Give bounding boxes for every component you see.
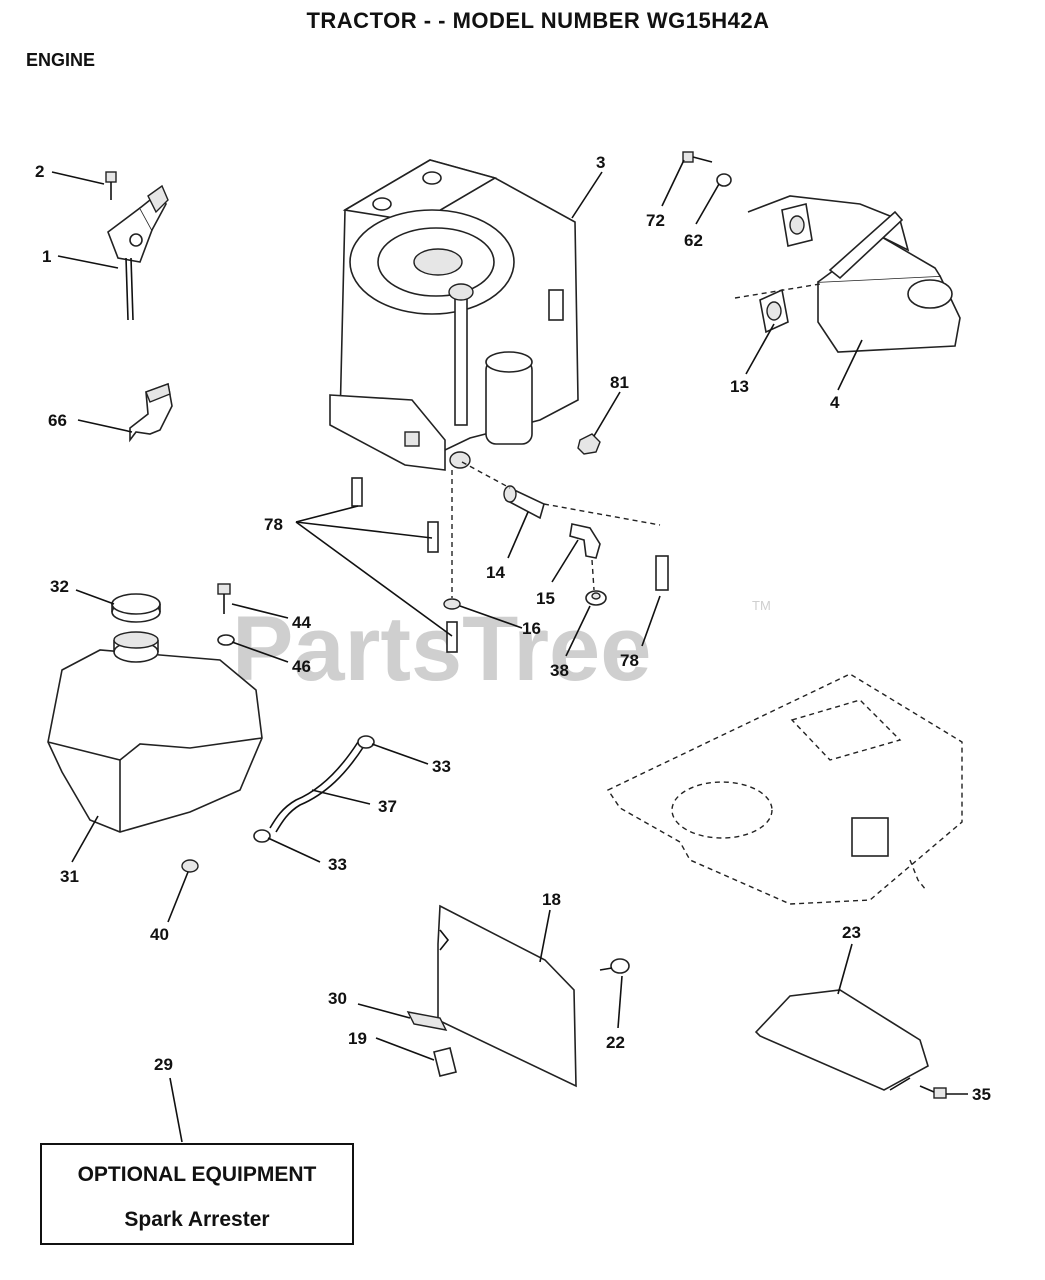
clip-part[interactable] <box>433 1047 457 1077</box>
callout-38[interactable]: 38 <box>550 661 569 680</box>
callout-35[interactable]: 35 <box>972 1085 991 1104</box>
section-label: ENGINE <box>26 50 96 70</box>
screw-44-part[interactable] <box>217 583 231 614</box>
callout-22[interactable]: 22 <box>606 1033 625 1052</box>
heat-shield-part[interactable] <box>437 904 577 1088</box>
fuel-line-guide <box>461 461 661 526</box>
fuel-fitting-part[interactable] <box>503 485 545 520</box>
callout-78-left[interactable]: 78 <box>264 515 283 534</box>
throttle-control-part[interactable] <box>107 184 169 321</box>
callout-4[interactable]: 4 <box>830 393 840 412</box>
fuel-hose-part[interactable] <box>269 741 365 833</box>
callout-15[interactable]: 15 <box>536 589 555 608</box>
callout-30[interactable]: 30 <box>328 989 347 1008</box>
watermark-trademark: TM <box>752 598 771 613</box>
callout-18[interactable]: 18 <box>542 890 561 909</box>
bracket-part[interactable] <box>129 382 173 443</box>
spark-arrester-label[interactable]: Spark Arrester <box>124 1208 270 1231</box>
hose-clamp-part[interactable] <box>253 735 375 843</box>
diagram-title: TRACTOR - - MODEL NUMBER WG15H42A <box>306 8 770 33</box>
washer-46-part[interactable] <box>217 634 235 646</box>
callout-3[interactable]: 3 <box>596 153 605 172</box>
gasket-part[interactable] <box>759 288 789 334</box>
grommet-guide-line <box>591 559 595 591</box>
callout-40[interactable]: 40 <box>150 925 169 944</box>
grommet-part[interactable] <box>585 590 607 606</box>
callout-81[interactable]: 81 <box>610 373 629 392</box>
callout-46[interactable]: 46 <box>292 657 311 676</box>
elbow-fitting-part[interactable] <box>569 523 601 559</box>
bolt-part[interactable] <box>682 151 713 163</box>
callout-labels: 1 2 3 4 13 14 15 16 18 19 22 23 29 30 31… <box>35 153 991 1104</box>
callout-66[interactable]: 66 <box>48 411 67 430</box>
spacer-part[interactable] <box>181 859 199 873</box>
fuel-cap-part[interactable] <box>111 593 161 623</box>
callout-14[interactable]: 14 <box>486 563 505 582</box>
washer-small-part[interactable] <box>443 598 461 610</box>
wing-bolt-part[interactable] <box>599 958 630 974</box>
washer-part[interactable] <box>716 173 732 187</box>
callout-31[interactable]: 31 <box>60 867 79 886</box>
callout-33-upper[interactable]: 33 <box>432 757 451 776</box>
screw-part[interactable] <box>105 171 117 200</box>
bottom-shield-part[interactable] <box>754 989 929 1091</box>
callout-29[interactable]: 29 <box>154 1055 173 1074</box>
watermark-text: PartsTree <box>232 598 651 700</box>
rubber-pad-part[interactable] <box>406 1011 448 1031</box>
callout-33-lower[interactable]: 33 <box>328 855 347 874</box>
engine-part[interactable] <box>329 159 579 471</box>
callout-2[interactable]: 2 <box>35 162 44 181</box>
tractor-frame-outline <box>606 673 963 905</box>
leader-lines <box>51 159 968 1143</box>
callout-62[interactable]: 62 <box>684 231 703 250</box>
callout-16[interactable]: 16 <box>522 619 541 638</box>
callout-1[interactable]: 1 <box>42 247 51 266</box>
callout-32[interactable]: 32 <box>50 577 69 596</box>
callout-19[interactable]: 19 <box>348 1029 367 1048</box>
fuel-tank-part[interactable] <box>47 631 263 833</box>
callout-23[interactable]: 23 <box>842 923 861 942</box>
screw-35-part[interactable] <box>919 1085 947 1099</box>
bolt-78-part[interactable] <box>351 477 669 653</box>
optional-equipment-heading: OPTIONAL EQUIPMENT <box>77 1163 317 1186</box>
muffler-part[interactable] <box>747 195 961 353</box>
optional-equipment-box: OPTIONAL EQUIPMENT Spark Arrester <box>40 1143 354 1245</box>
callout-37[interactable]: 37 <box>378 797 397 816</box>
callout-72[interactable]: 72 <box>646 211 665 230</box>
callout-78-right[interactable]: 78 <box>620 651 639 670</box>
callout-13[interactable]: 13 <box>730 377 749 396</box>
nut-part[interactable] <box>577 433 601 455</box>
callout-44[interactable]: 44 <box>292 613 311 632</box>
